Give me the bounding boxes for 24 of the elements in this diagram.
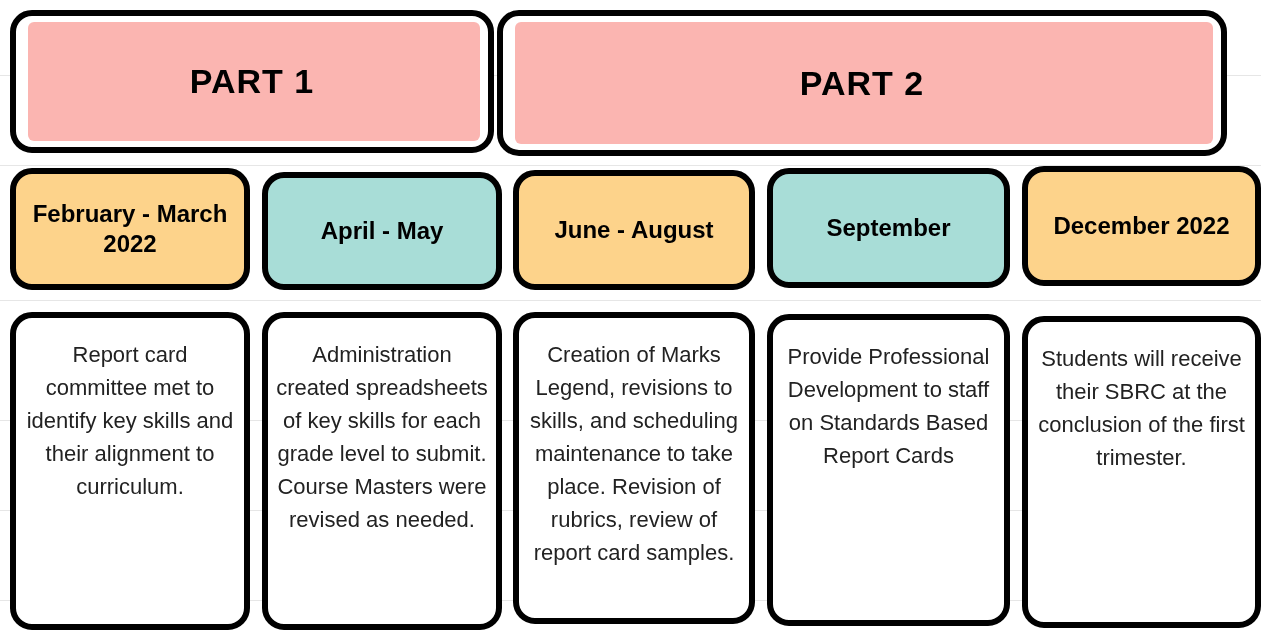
part-title: PART 1 — [189, 62, 315, 101]
period-label: February - March 2022 — [31, 199, 229, 259]
description-card — [10, 312, 250, 630]
description-text: Students will receive their SBRC at the conclusion of the first trimester. — [1037, 345, 1246, 472]
period-label: June - August — [554, 215, 714, 245]
part-title: PART 2 — [799, 63, 925, 103]
description-card — [1022, 316, 1261, 628]
description-text: Creation of Marks Legend, revisions to skills, and scheduling maintenance to take place. Revision of rubrics, review of report card samples. — [529, 341, 739, 567]
period-box — [10, 168, 250, 290]
period-box — [262, 172, 502, 290]
description-text: Administration created spreadsheets of key skills for each grade level to submit. Course Masters were revised as needed. — [276, 341, 488, 534]
description-card — [262, 312, 502, 630]
description-text: Report card committee met to identify key skills and their alignment to curriculum. — [25, 341, 235, 501]
part-banner — [10, 10, 494, 153]
part-banner — [497, 10, 1227, 156]
description-card — [513, 312, 755, 624]
description-text: Provide Professional Development to staff on Standards Based Report Cards — [786, 343, 991, 470]
period-label: September — [826, 213, 951, 243]
description-card — [767, 314, 1010, 626]
period-label: April - May — [320, 216, 444, 246]
period-box — [1022, 166, 1261, 286]
period-box — [513, 170, 755, 290]
period-label: December 2022 — [1053, 211, 1230, 241]
period-box — [767, 168, 1010, 288]
